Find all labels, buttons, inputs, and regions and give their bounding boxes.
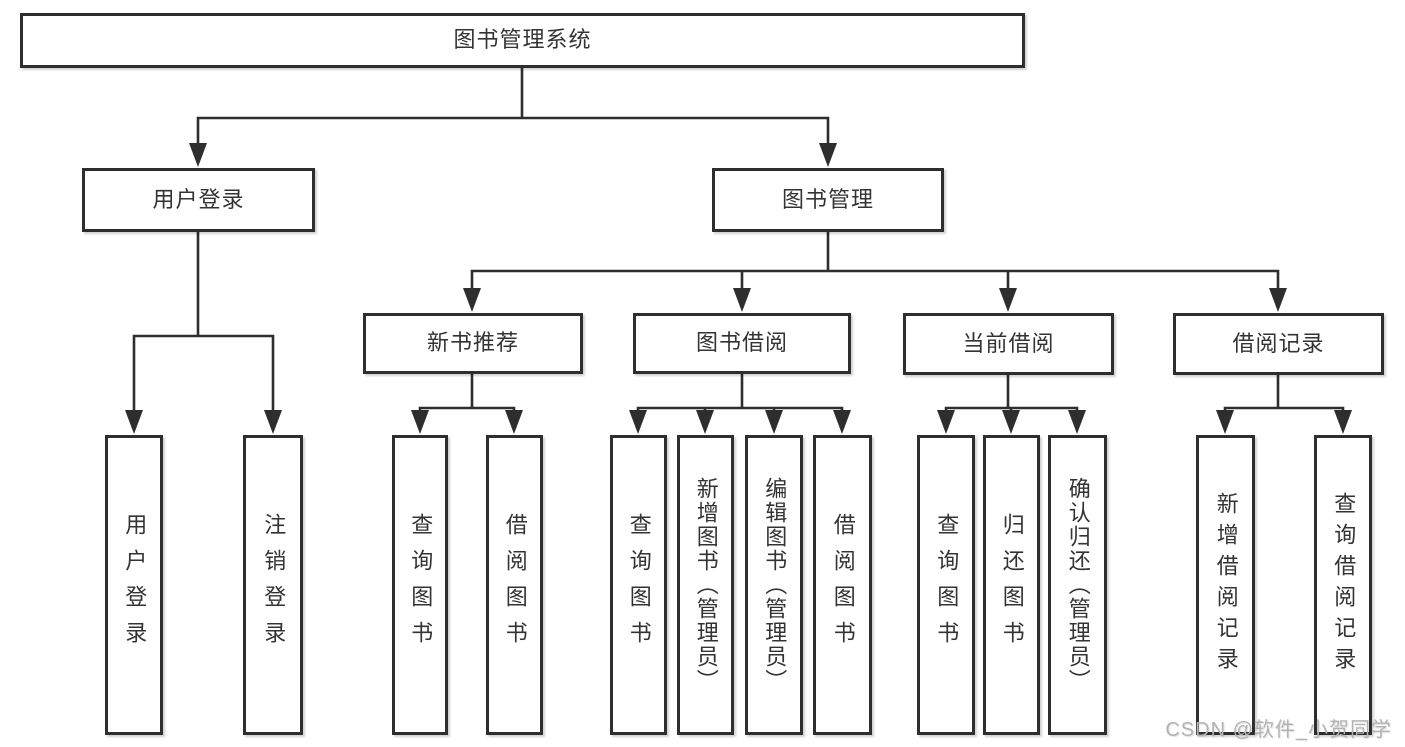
connector-book-management-branch xyxy=(470,230,1280,303)
node-book-management: 图书管理 xyxy=(712,168,944,232)
arrowhead-down-icon xyxy=(696,410,714,434)
node-add-books-admin: 新增图书（管理员） xyxy=(677,435,734,735)
arrowhead-down-icon xyxy=(264,410,282,434)
node-query-books-current: 查询图书 xyxy=(917,435,975,735)
node-user-login-action: 用户登录 xyxy=(105,435,163,735)
arrowhead-down-icon xyxy=(819,143,837,167)
arrowhead-down-icon xyxy=(125,410,143,434)
arrowhead-down-icon xyxy=(1334,410,1352,434)
node-borrowing-records: 借阅记录 xyxy=(1173,313,1384,375)
node-query-books-borrowing: 查询图书 xyxy=(610,435,667,735)
node-return-books: 归还图书 xyxy=(983,435,1040,735)
node-library-management-system: 图书管理系统 xyxy=(20,13,1025,68)
node-user-login: 用户登录 xyxy=(82,168,315,232)
arrowhead-down-icon xyxy=(1068,410,1086,434)
arrowhead-down-icon xyxy=(1002,410,1020,434)
node-borrow-books-recommend: 借阅图书 xyxy=(486,435,543,735)
connector-user-login-branch xyxy=(132,230,275,425)
arrowhead-down-icon xyxy=(937,410,955,434)
connector-borrowing-records-branch xyxy=(1223,373,1345,425)
node-new-book-recommendation: 新书推荐 xyxy=(363,313,583,374)
arrowhead-down-icon xyxy=(629,410,647,434)
node-add-borrowing-record: 新增借阅记录 xyxy=(1196,435,1255,735)
arrowhead-down-icon xyxy=(999,288,1017,312)
arrowhead-down-icon xyxy=(833,410,851,434)
node-current-borrowing: 当前借阅 xyxy=(903,313,1114,375)
arrowhead-down-icon xyxy=(411,410,429,434)
arrowhead-down-icon xyxy=(733,288,751,312)
arrowhead-down-icon xyxy=(189,143,207,167)
node-query-books-recommend: 查询图书 xyxy=(392,435,448,735)
node-book-borrowing: 图书借阅 xyxy=(633,313,851,374)
connector-root-branch xyxy=(196,66,830,158)
node-edit-books-admin: 编辑图书（管理员） xyxy=(745,435,803,735)
connector-new-book-recommendation-branch xyxy=(418,372,516,425)
arrowhead-down-icon xyxy=(1269,288,1287,312)
arrowhead-down-icon xyxy=(505,410,523,434)
node-confirm-return-admin: 确认归还（管理员） xyxy=(1048,435,1107,735)
node-logout-action: 注销登录 xyxy=(243,435,303,735)
arrowhead-down-icon xyxy=(1216,410,1234,434)
arrowhead-down-icon xyxy=(463,288,481,312)
node-borrow-books-borrowing: 借阅图书 xyxy=(813,435,872,735)
node-query-borrowing-record: 查询借阅记录 xyxy=(1314,435,1372,735)
arrowhead-down-icon xyxy=(765,410,783,434)
